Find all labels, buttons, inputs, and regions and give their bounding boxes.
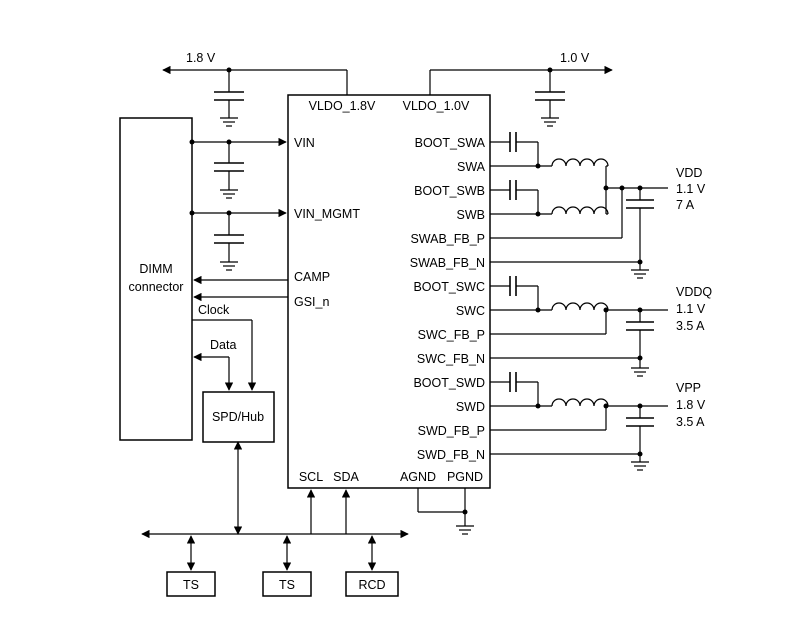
pin-swa: SWA — [457, 160, 486, 174]
pin-swab-fb-p: SWAB_FB_P — [410, 232, 485, 246]
pin-swab-fb-n: SWAB_FB_N — [410, 256, 485, 270]
pin-boot-swd: BOOT_SWD — [413, 376, 485, 390]
output-vdd-name: VDD — [676, 166, 702, 180]
output-vddq-name: VDDQ — [676, 285, 712, 299]
ts-label-1: TS — [183, 578, 199, 592]
rail-1v8-label: 1.8 V — [186, 51, 216, 65]
pin-agnd: AGND — [400, 470, 436, 484]
output-vpp-name: VPP — [676, 381, 701, 395]
ts-box-2 — [262, 571, 312, 597]
dimm-label-2: connector — [129, 280, 184, 294]
pin-swb: SWB — [457, 208, 485, 222]
rcd-box — [345, 571, 399, 597]
rcd-label: RCD — [358, 578, 385, 592]
pin-swc-fb-n: SWC_FB_N — [417, 352, 485, 366]
inductor-swb — [551, 206, 609, 215]
junction-dot — [603, 185, 609, 191]
buck-output-circuits — [490, 132, 668, 471]
pin-boot-swa: BOOT_SWA — [415, 136, 486, 150]
inductor-swa — [551, 158, 609, 167]
right-pin-labels: BOOT_SWA SWA BOOT_SWB SWB SWAB_FB_P SWAB_FB_N… — [410, 136, 486, 462]
data-label: Data — [210, 338, 236, 352]
pin-vldo-1v8: VLDO_1.8V — [309, 99, 376, 113]
inductor-swc — [551, 302, 609, 311]
pin-vldo-1v0: VLDO_1.0V — [403, 99, 470, 113]
pin-scl: SCL — [299, 470, 323, 484]
pin-pgnd: PGND — [447, 470, 483, 484]
ts-box-1 — [166, 571, 216, 597]
output-vddq-voltage: 1.1 V — [676, 302, 706, 316]
clock-label: Clock — [198, 303, 230, 317]
rail-1v0-label: 1.0 V — [560, 51, 590, 65]
pin-swd-fb-p: SWD_FB_P — [418, 424, 485, 438]
output-vddq-current: 3.5 A — [676, 319, 705, 333]
pin-gsi-n: GSI_n — [294, 295, 329, 309]
pin-boot-swc: BOOT_SWC — [413, 280, 485, 294]
pin-boot-swb: BOOT_SWB — [414, 184, 485, 198]
pin-swd-fb-n: SWD_FB_N — [417, 448, 485, 462]
ts-label-2: TS — [279, 578, 295, 592]
pin-swc: SWC — [456, 304, 485, 318]
spd-hub-label: SPD/Hub — [212, 410, 264, 424]
output-vpp-current: 3.5 A — [676, 415, 705, 429]
inductor-swd — [551, 398, 609, 407]
output-vdd-current: 7 A — [676, 198, 695, 212]
output-vdd-voltage: 1.1 V — [676, 182, 706, 196]
pin-sda: SDA — [333, 470, 359, 484]
output-vpp-voltage: 1.8 V — [676, 398, 706, 412]
pin-swd: SWD — [456, 400, 485, 414]
pin-camp: CAMP — [294, 270, 330, 284]
pin-vin-mgmt: VIN_MGMT — [294, 207, 360, 221]
dimm-connector — [119, 117, 193, 441]
pin-vin: VIN — [294, 136, 315, 150]
pmic-ic — [287, 94, 491, 489]
pin-swc-fb-p: SWC_FB_P — [418, 328, 485, 342]
dimm-label-1: DIMM — [139, 262, 172, 276]
spd-hub — [202, 391, 275, 443]
